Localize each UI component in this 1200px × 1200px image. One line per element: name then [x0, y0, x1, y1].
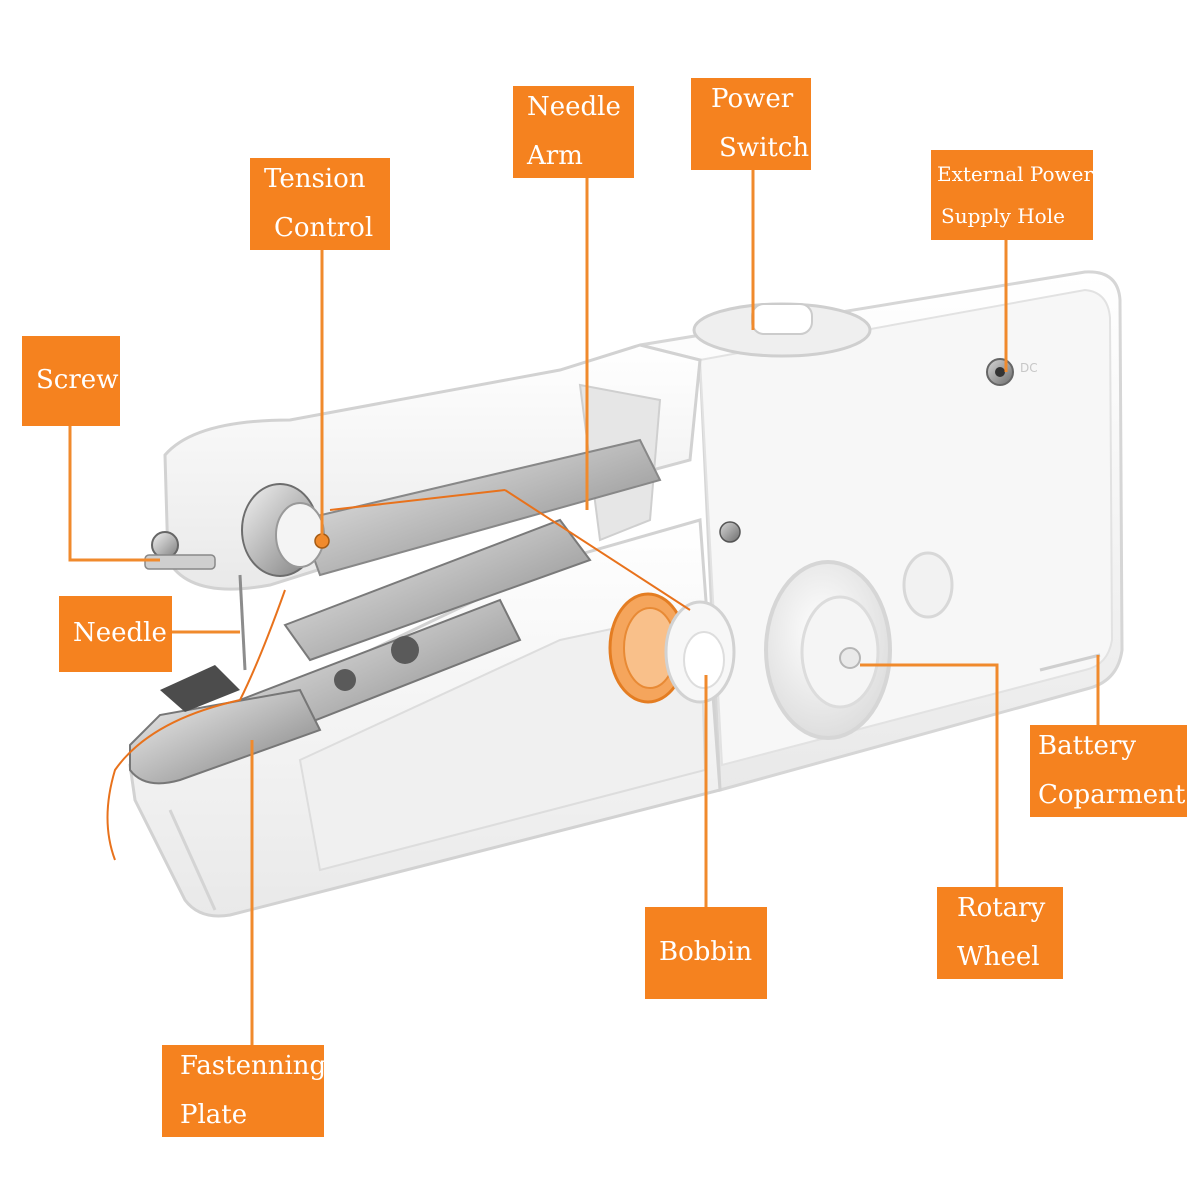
label-battery-line1: Battery: [1038, 730, 1137, 761]
label-needle-arm: Needle Arm: [513, 86, 634, 178]
label-power-switch: Power Switch: [691, 78, 811, 170]
label-needle-line1: Needle: [73, 618, 167, 649]
label-external-power: External Power Supply Hole: [931, 150, 1093, 240]
label-battery-compartment: Battery Coparment: [1030, 725, 1187, 817]
label-bobbin-line1: Bobbin: [659, 937, 753, 968]
label-external-power-line2: Supply Hole: [941, 204, 1065, 228]
label-needle: Needle: [59, 596, 172, 672]
label-bobbin: Bobbin: [645, 907, 767, 999]
body-screw: [719, 521, 741, 543]
label-external-power-line1: External Power: [937, 162, 1094, 186]
leader-screw: [68, 426, 160, 562]
label-power-switch-line2: Switch: [719, 133, 810, 163]
tension-knob: [241, 483, 330, 577]
label-tension-control: Tension Control: [250, 158, 390, 250]
metal-clamp: [238, 438, 662, 742]
label-rotary-wheel-line2: Wheel: [957, 942, 1040, 972]
power-switch: [692, 302, 872, 358]
thread: [106, 489, 691, 861]
label-tension-control-line2: Control: [274, 213, 374, 243]
label-tension-control-line1: Tension: [264, 163, 366, 194]
left-screw: [144, 531, 216, 570]
label-needle-arm-line2: Arm: [527, 141, 583, 171]
label-fastening-plate: Fastenning Plate: [162, 1045, 327, 1137]
label-screw-line1: Screw: [36, 365, 119, 396]
label-power-switch-line1: Power: [711, 83, 794, 114]
needle-shaft: [238, 574, 247, 671]
body-button: [902, 551, 954, 619]
label-rotary-wheel-line1: Rotary: [957, 892, 1046, 923]
label-screw: Screw: [22, 336, 120, 426]
leader-rotary: [860, 663, 999, 890]
fastening-plate: [129, 665, 322, 785]
dc-print: DC: [1020, 361, 1038, 375]
label-needle-arm-line1: Needle: [527, 91, 621, 122]
label-fastening-plate-line2: Plate: [180, 1100, 248, 1130]
label-rotary-wheel: Rotary Wheel: [937, 887, 1063, 979]
rotary-wheel: [764, 560, 892, 740]
label-fastening-plate-line1: Fastenning: [180, 1050, 327, 1081]
bobbin: [608, 592, 736, 704]
label-battery-line2: Coparment: [1038, 780, 1186, 810]
